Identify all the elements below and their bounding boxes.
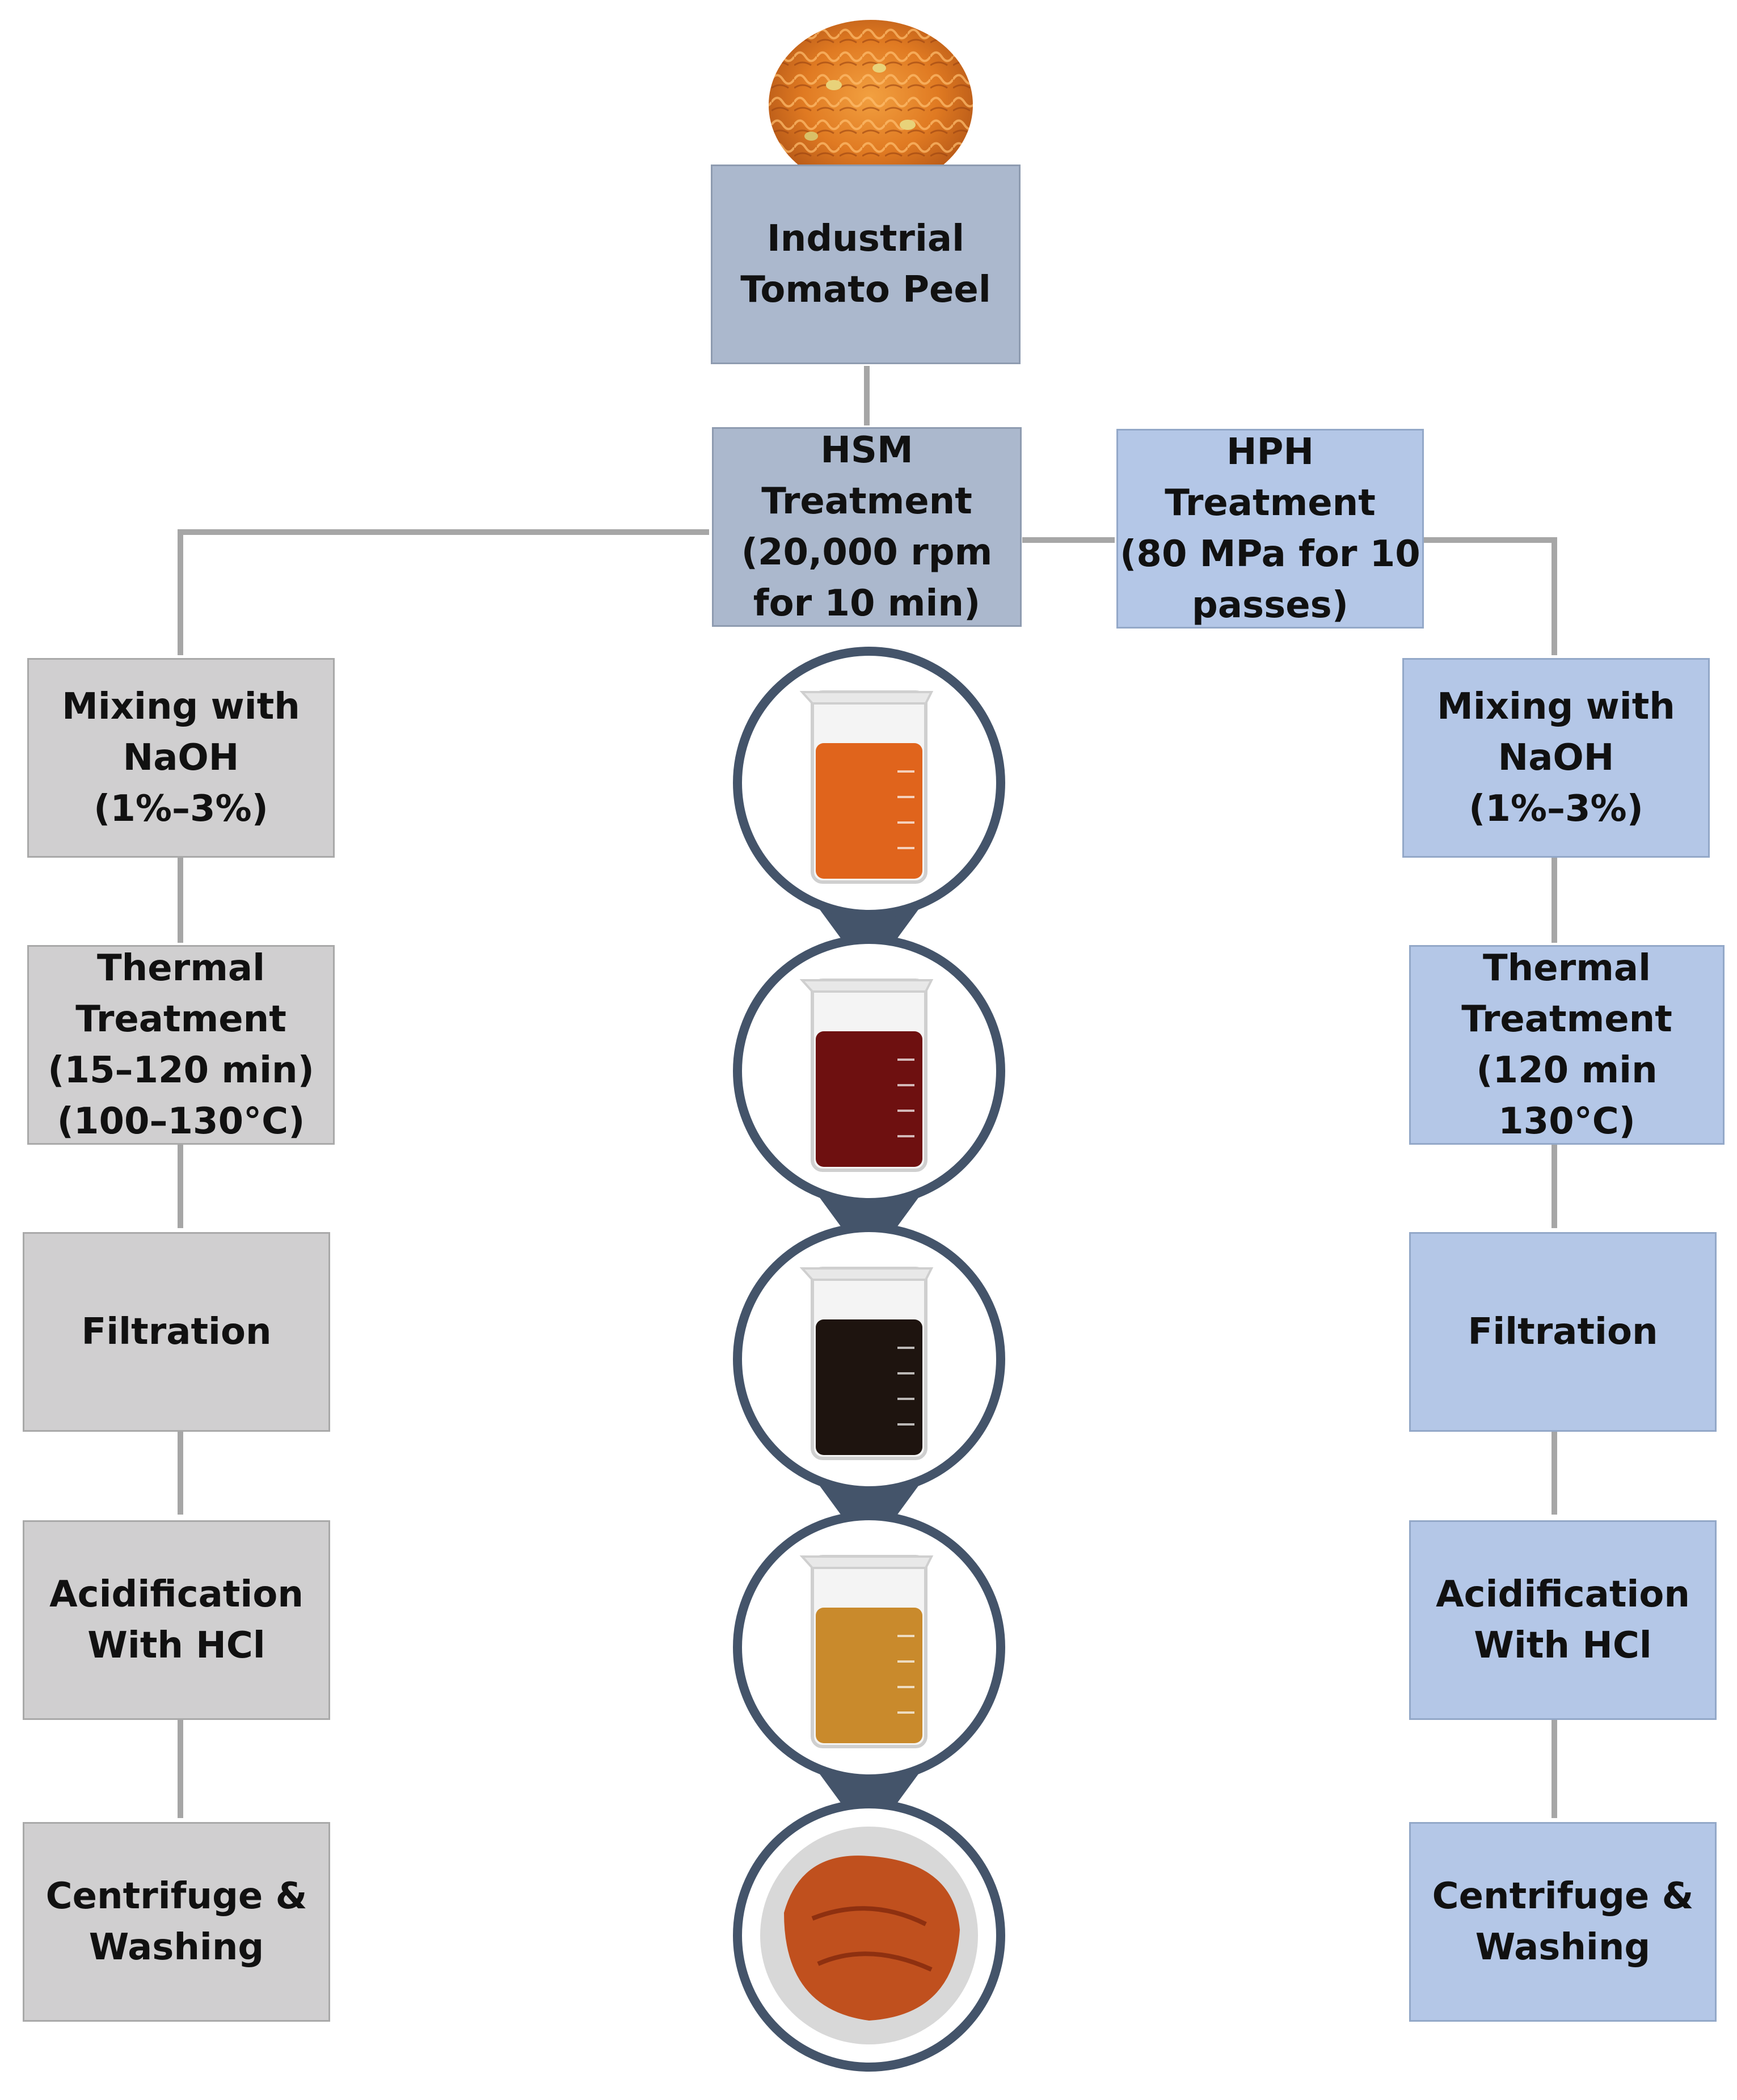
left-step-acidification: Acidification With HCl [23,1520,330,1720]
left-step-filtration: Filtration [23,1232,330,1432]
right-step-acidification: Acidification With HCl [1409,1520,1717,1720]
left-step-centrifuge-washing: Centrifuge & Washing [23,1822,330,2022]
hph-treatment-box: HPH Treatment (80 MPa for 10 passes) [1116,429,1424,629]
beaker-orange-suspension-photo [733,647,1005,977]
beaker-black-filtrate-photo [733,1223,1005,1553]
photo-chain [733,647,1005,2072]
cutin-paste-photo [733,1799,1005,2072]
right-step-thermal-treatment: Thermal Treatment (120 min 130°C) [1409,945,1725,1145]
tomato-peel-photo [769,20,973,190]
right-step-centrifuge-washing: Centrifuge & Washing [1409,1822,1717,2022]
beaker-amber-acidified-photo [733,1511,1005,1841]
right-step-mixing-naoh: Mixing with NaOH (1%–3%) [1402,658,1710,858]
right-step-filtration: Filtration [1409,1232,1717,1432]
left-step-mixing-naoh: Mixing with NaOH (1%–3%) [27,658,335,858]
hsm-treatment-box: HSM Treatment (20,000 rpm for 10 min) [712,427,1022,627]
industrial-tomato-peel-box: Industrial Tomato Peel [711,165,1021,364]
connector-lines [178,366,1557,1818]
left-step-thermal-treatment: Thermal Treatment (15–120 min) (100–130°… [27,945,335,1145]
beaker-dark-red-extract-photo [733,935,1005,1265]
